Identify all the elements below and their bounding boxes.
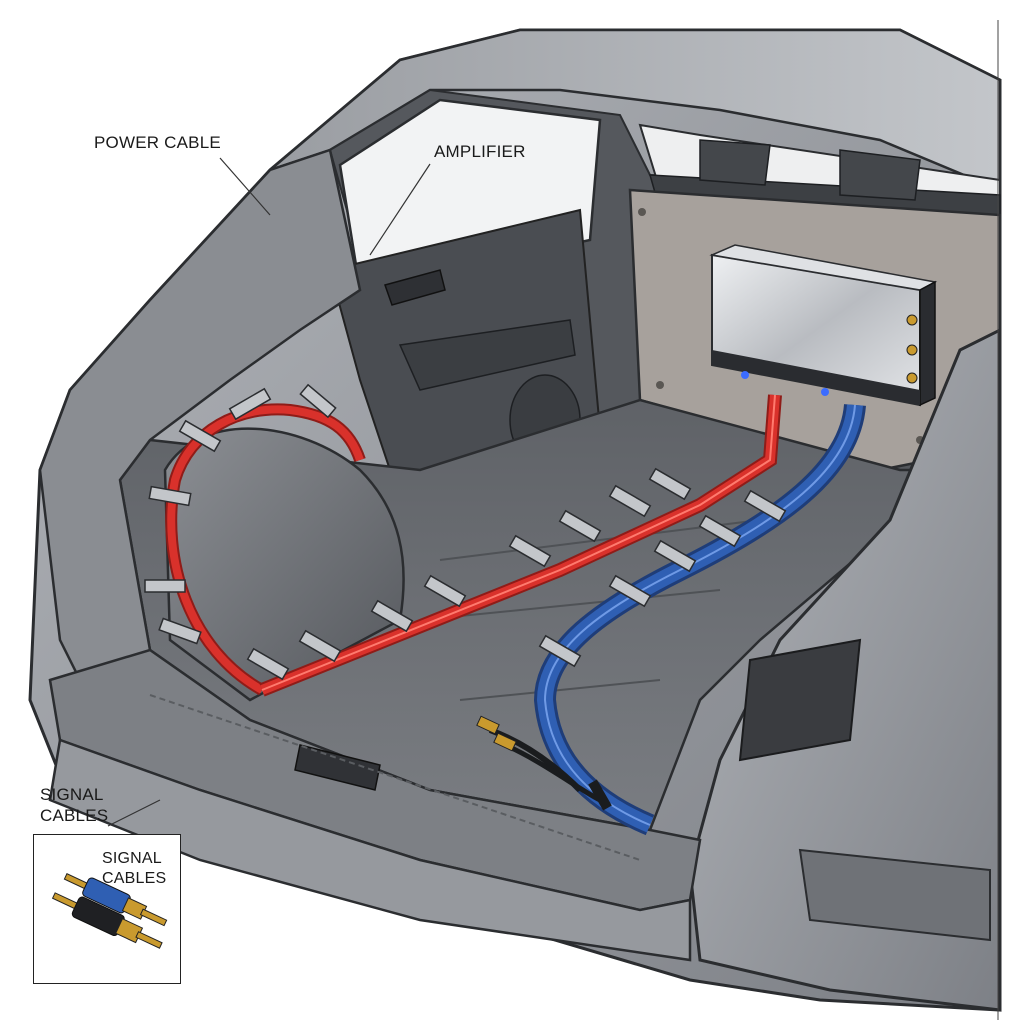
amplifier-leader <box>369 163 431 256</box>
signal-cable-clips <box>538 489 787 668</box>
cable-clip-icon <box>158 617 202 645</box>
cable-clip-icon <box>178 419 222 453</box>
tail-light <box>738 638 862 762</box>
cable-clip-icon <box>538 634 582 668</box>
cable-clip-icon <box>298 629 342 663</box>
indicator-led <box>821 388 829 396</box>
rca-connector-illustration <box>51 873 168 949</box>
cable-clip-icon <box>698 514 742 548</box>
signal-cable-inset: SIGNAL CABLES <box>33 834 181 984</box>
cable-clip-icon <box>508 534 552 568</box>
cable-clip-icon <box>558 509 602 543</box>
cable-tie <box>588 779 612 811</box>
rca-connector-icon <box>493 732 517 752</box>
trunk-latch <box>294 744 381 791</box>
cable-clip-icon <box>228 387 272 421</box>
door-handle <box>384 269 446 306</box>
inset-signal-cables-label: SIGNAL CABLES <box>102 850 167 887</box>
cable-clip-icon <box>299 383 337 419</box>
signal-cable-bundle <box>476 403 866 836</box>
rca-connector-icon <box>51 892 163 949</box>
rca-connector-icon <box>476 715 500 735</box>
cable-clips <box>144 383 692 681</box>
signal-cables-leader <box>107 799 161 827</box>
cable-clip-icon <box>743 489 787 523</box>
cable-clip-icon <box>423 574 467 608</box>
signal-cables-label: SIGNAL CABLES <box>40 785 109 825</box>
cable-clip-icon <box>608 574 652 608</box>
cable-clip-icon <box>653 539 697 573</box>
amplifier-label: AMPLIFIER <box>434 142 526 161</box>
cable-clip-icon <box>648 467 692 501</box>
power-cable <box>165 394 782 697</box>
cable-clip-icon <box>148 485 192 507</box>
cable-clip-icon <box>370 599 414 633</box>
armrest <box>398 319 576 391</box>
power-cable-label: POWER CABLE <box>94 133 221 152</box>
cable-clip-icon <box>246 647 290 681</box>
cable-clip-icon <box>608 484 652 518</box>
cable-clip-icon <box>144 579 186 593</box>
power-cable-leader <box>219 157 271 216</box>
amplifier <box>709 244 938 407</box>
indicator-led <box>741 371 749 379</box>
rca-connector-icon <box>63 873 168 927</box>
